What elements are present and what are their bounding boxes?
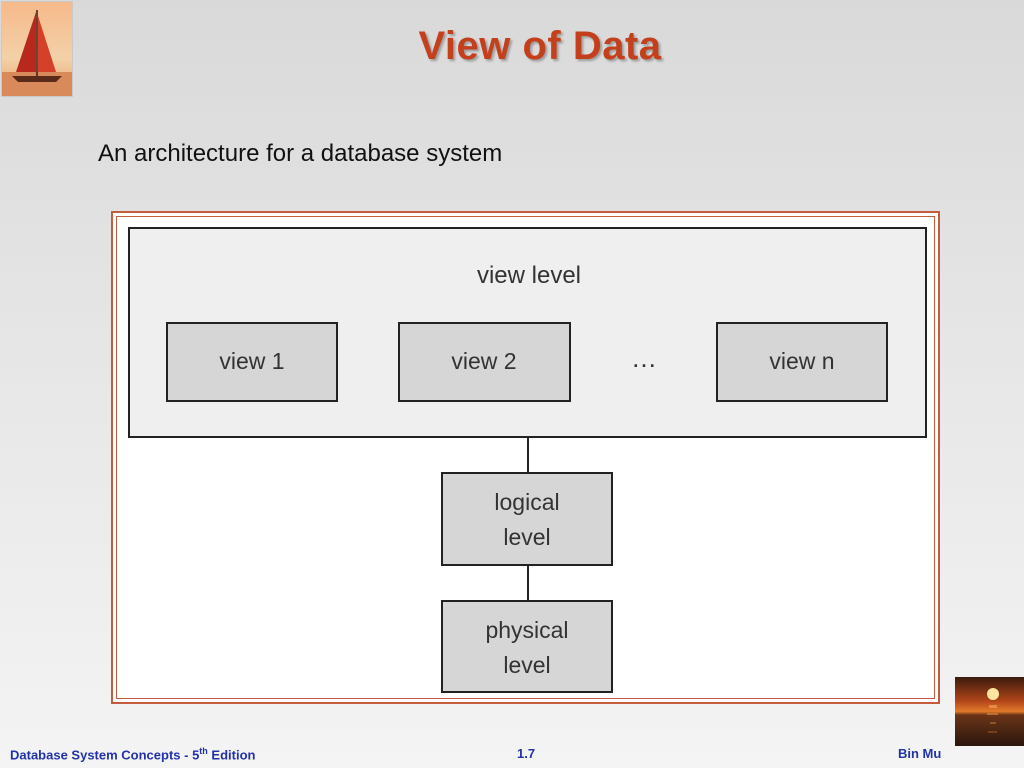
view-2-label: view 2 (451, 348, 516, 374)
view-n-box (716, 322, 888, 402)
slide-title: View of Data (418, 24, 662, 68)
view-n-label: view n (769, 348, 834, 374)
slide-subtitle: An architecture for a database system (98, 140, 503, 167)
view-1-box (166, 322, 338, 402)
footer-book-title-prefix: Database System Concepts - 5 (10, 747, 200, 763)
diagram-frame: view level view 1 view 2 … view n logica… (111, 211, 940, 704)
views-ellipsis: … (631, 343, 657, 373)
logical-level-label-line2: level (503, 524, 550, 550)
logical-level-label-line1: logical (494, 489, 559, 515)
view-level-label: view level (477, 262, 581, 289)
sailboat-logo (1, 1, 73, 97)
sunset-over-sea-image (955, 677, 1024, 746)
physical-level-label-line1: physical (485, 617, 568, 643)
diagram-frame-inner-border (116, 216, 935, 699)
physical-level-label-line2: level (503, 652, 550, 678)
footer-book-title: Database System Concepts - 5th Edition (10, 746, 255, 762)
logical-level-box (441, 472, 613, 566)
footer-author: Bin Mu (898, 746, 942, 761)
footer-book-title-suffix: Edition (207, 747, 256, 763)
physical-level-box (441, 600, 613, 693)
view-1-label: view 1 (219, 348, 284, 374)
view-2-box (398, 322, 571, 402)
footer-page-number: 1.7 (517, 746, 536, 761)
footer-book-title-sup: th (199, 746, 208, 756)
architecture-diagram: view level view 1 view 2 … view n logica… (128, 227, 927, 693)
